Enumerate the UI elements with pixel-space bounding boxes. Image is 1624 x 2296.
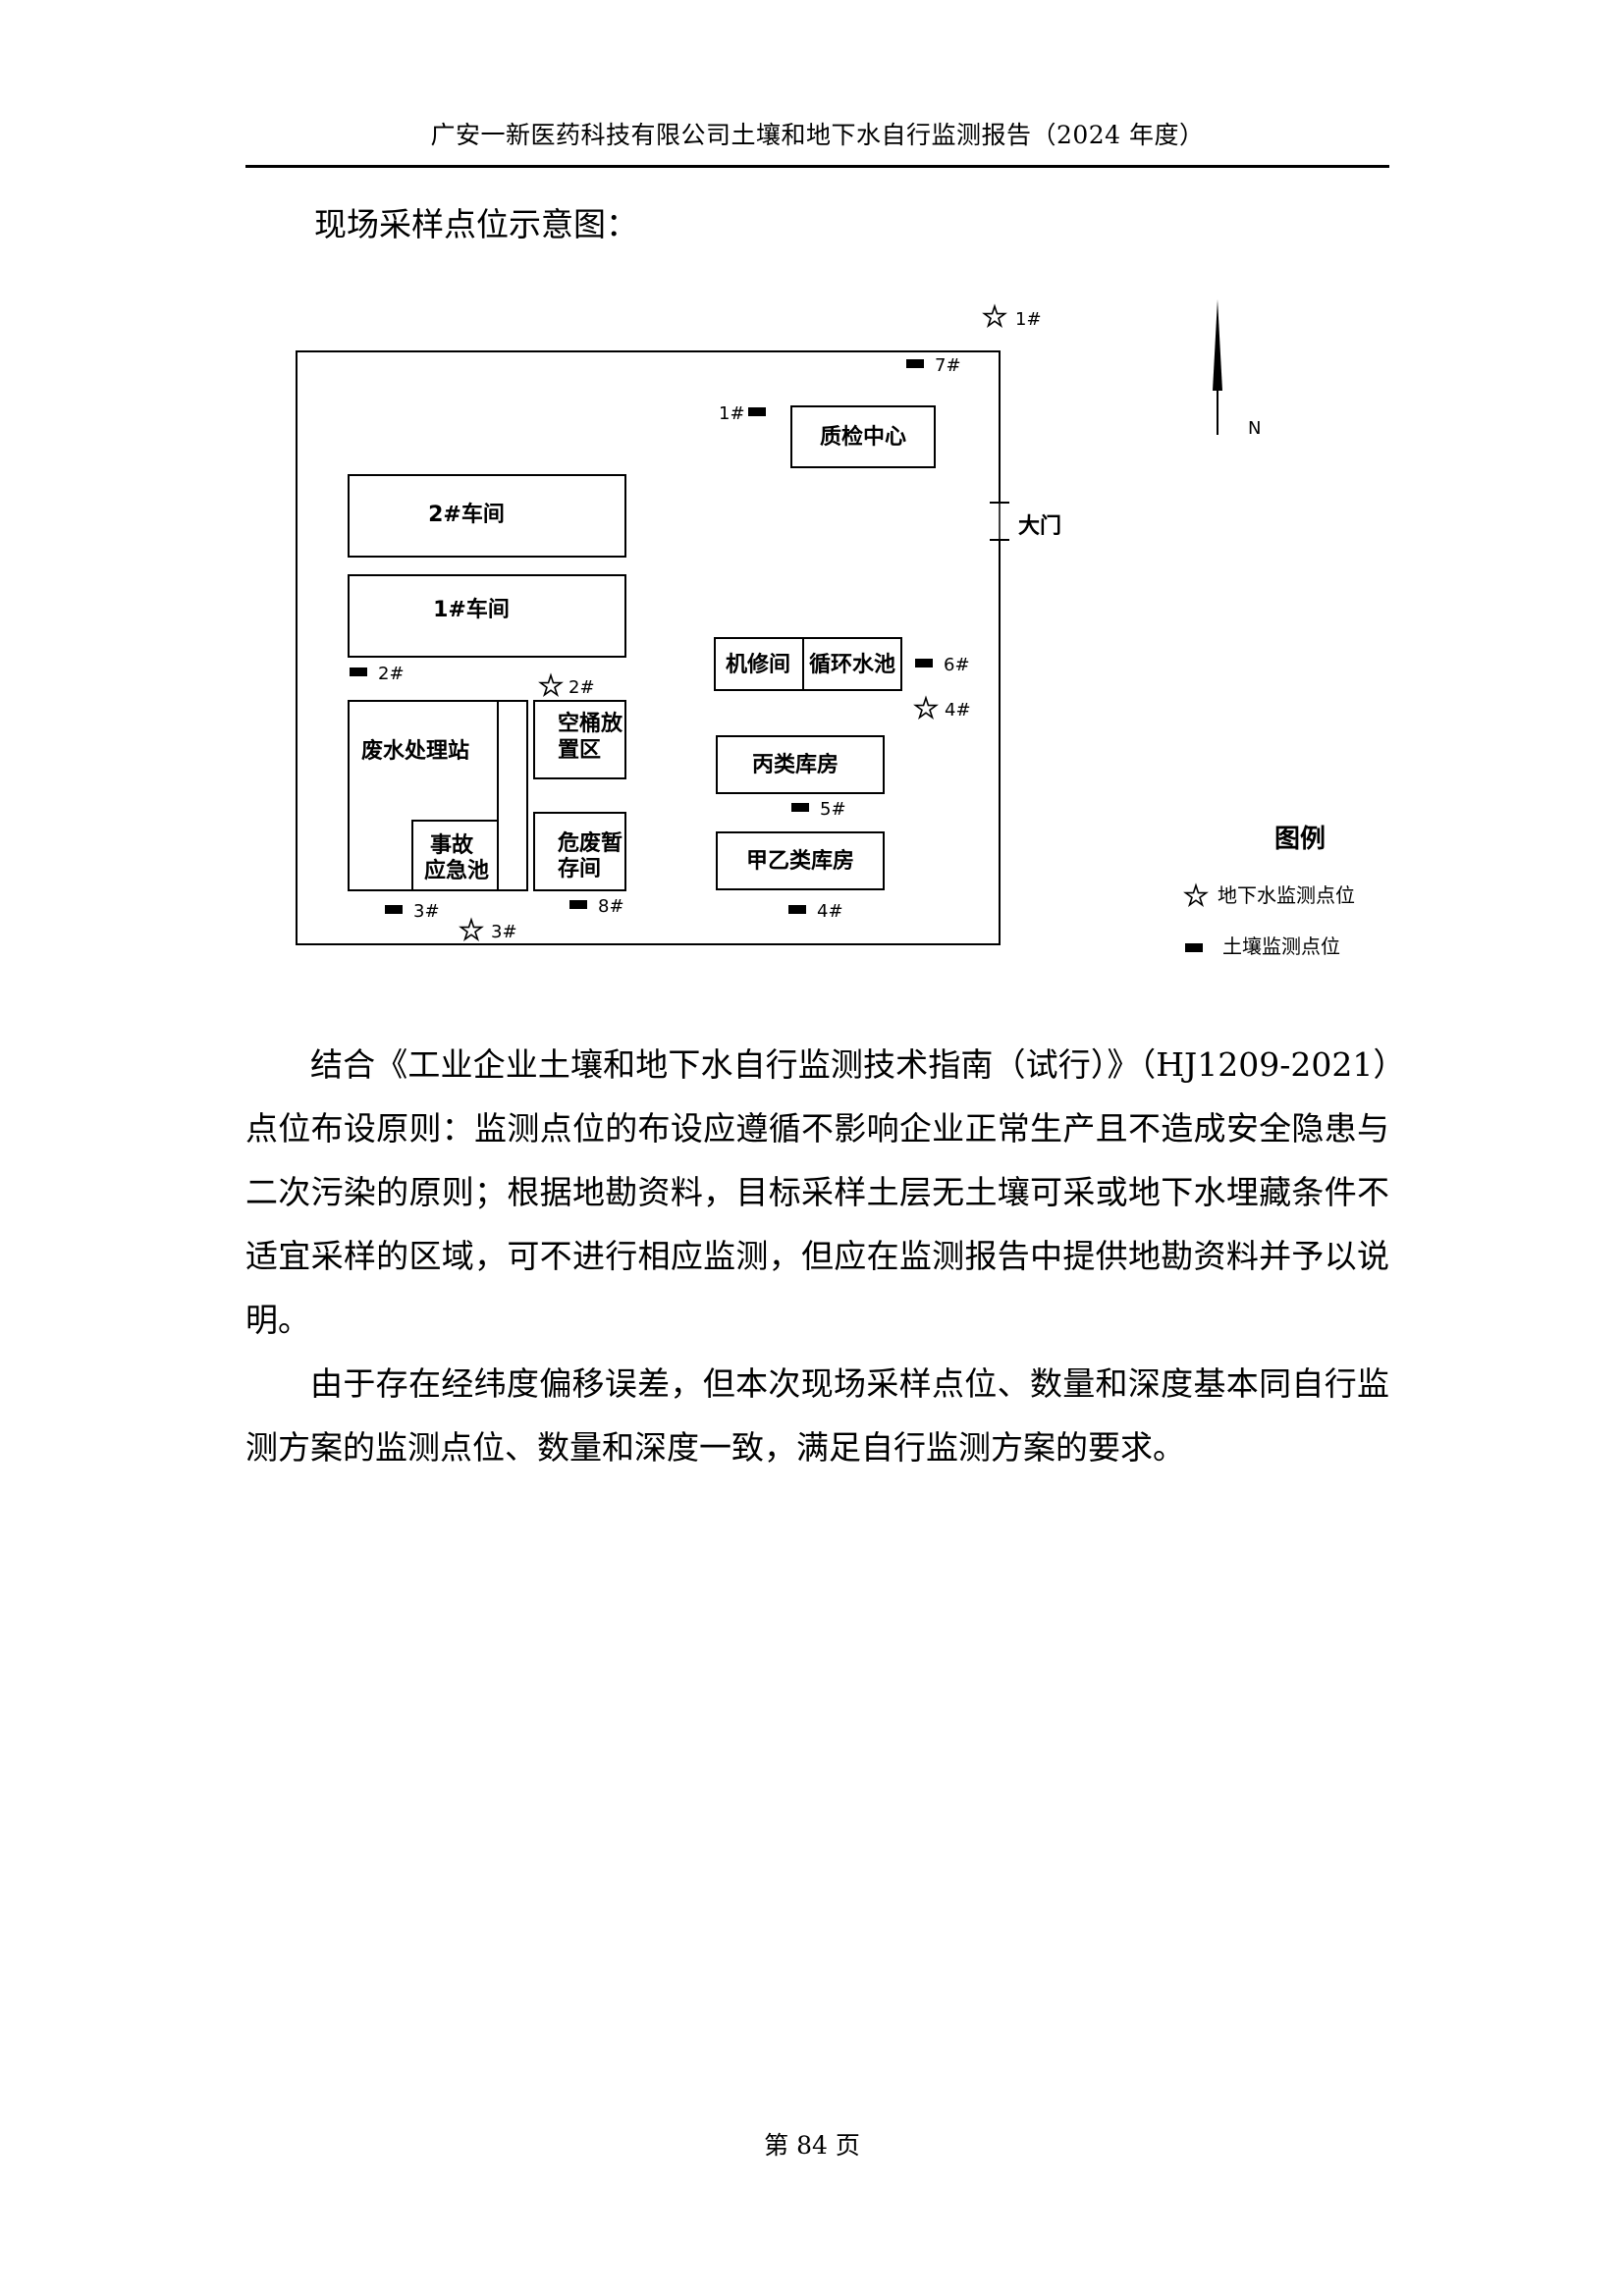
north-arrow [1213, 299, 1222, 435]
empty-bucket-label-2: 置区 [558, 738, 601, 763]
soil-point-3-label: 3# [413, 901, 440, 922]
legend-groundwater-label: 地下水监测点位 [1218, 883, 1355, 907]
qc-center-label: 质检中心 [820, 424, 906, 450]
legend-title: 图例 [1274, 825, 1326, 854]
workshop1-label: 1#车间 [433, 597, 510, 622]
gw-point-3-star [461, 920, 482, 939]
header-rule [245, 165, 1389, 168]
gw-point-1-star [985, 306, 1005, 326]
empty-bucket-label-1: 空桶放 [558, 711, 623, 736]
soil-point-5-label: 5# [820, 799, 846, 820]
gate-marker [990, 496, 1009, 548]
site-boundary [296, 350, 1001, 945]
class-ab-box [716, 831, 885, 890]
hazwaste-label-1: 危废暂 [558, 830, 623, 856]
page-header: 广安一新医药科技有限公司土壤和地下水自行监测报告（2024 年度） [430, 121, 1205, 149]
legend-groundwater-star [1186, 885, 1207, 905]
legend-soil-label: 土壤监测点位 [1222, 934, 1340, 958]
class-c-label: 丙类库房 [752, 752, 839, 777]
north-label: N [1248, 418, 1261, 439]
emergency-pool-label-1: 事故 [430, 832, 474, 858]
soil-point-2-label: 2# [378, 664, 405, 684]
soil-point-2-marker [350, 667, 367, 676]
gw-point-1-label: 1# [1015, 309, 1042, 330]
gw-point-4-star [916, 698, 937, 718]
soil-point-8-label: 8# [598, 896, 624, 917]
class-c-box [716, 735, 885, 794]
soil-point-8-marker [569, 900, 587, 909]
legend-soil-marker [1185, 943, 1203, 952]
paragraph-2: 由于存在经纬度偏移误差，但本次现场采样点位、数量和深度基本同自行监测方案的监测点… [245, 1364, 1389, 1467]
qc-center-box [790, 405, 936, 468]
emergency-pool-label-2: 应急池 [424, 858, 489, 883]
paragraph-1: 结合《工业企业土壤和地下水自行监测技术指南（试行）》（HJ1209-2021）点… [245, 1045, 1389, 1339]
repair-room-label: 机修间 [726, 652, 790, 677]
workshop2-label: 2#车间 [428, 502, 505, 527]
class-ab-label: 甲乙类库房 [746, 848, 854, 874]
empty-bucket-box [533, 700, 626, 779]
site-map: 质检中心 2#车间 1#车间 废水处理站 事故 应急池 空桶放 置区 危废暂 存… [296, 0, 1355, 958]
workshop2-box [348, 474, 626, 558]
soil-point-7-marker [906, 359, 924, 368]
left-corridor [497, 700, 528, 891]
gw-point-3-label: 3# [491, 922, 517, 942]
gw-point-2-star [541, 675, 562, 695]
soil-point-1-label: 1# [719, 403, 745, 424]
soil-point-4-label: 4# [817, 901, 843, 922]
gw-point-2-label: 2# [568, 677, 595, 698]
soil-point-5-marker [791, 803, 809, 812]
hazwaste-box [533, 812, 626, 891]
soil-point-6-marker [915, 659, 933, 667]
figure-caption: 现场采样点位示意图： [314, 205, 638, 243]
soil-point-7-label: 7# [935, 355, 961, 376]
soil-point-6-label: 6# [944, 655, 970, 675]
soil-point-3-marker [385, 905, 403, 914]
workshop1-box [348, 574, 626, 658]
soil-point-4-marker [788, 905, 806, 914]
wastewater-label: 废水处理站 [361, 738, 469, 764]
gw-point-4-label: 4# [945, 700, 971, 721]
pool-label: 循环水池 [809, 652, 895, 677]
pool-box [802, 637, 902, 691]
page-number: 第 84 页 [764, 2131, 860, 2160]
hazwaste-label-2: 存间 [558, 856, 601, 881]
soil-point-1-marker [748, 407, 766, 416]
gate-label: 大门 [1018, 513, 1061, 539]
